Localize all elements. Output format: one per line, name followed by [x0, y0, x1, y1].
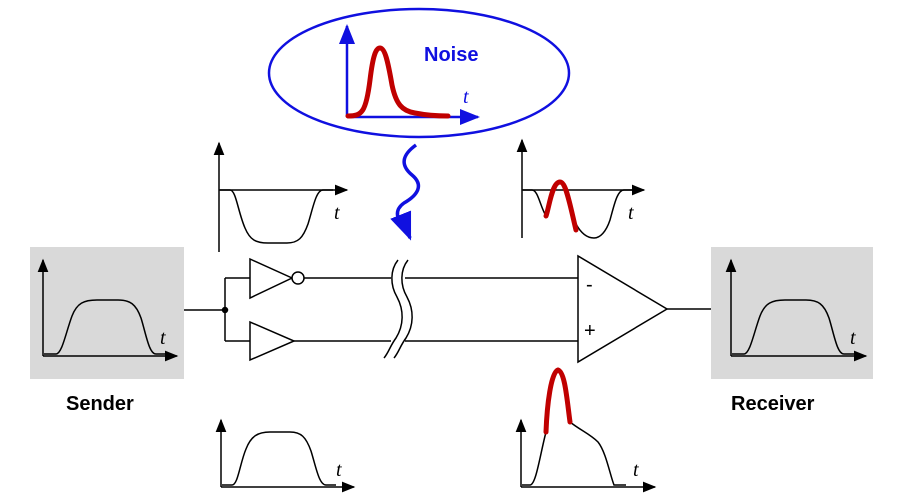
plus-input-label: +	[584, 320, 596, 342]
non-inverting-driver	[249, 320, 296, 362]
driver-circuit	[184, 257, 305, 362]
minus-input-label: -	[586, 274, 593, 296]
amplifier-triangle	[577, 254, 669, 364]
noise-pulse	[345, 45, 451, 119]
transmission-lines	[294, 259, 578, 359]
noise-bubble: Noise t	[267, 7, 571, 139]
line-break-gap	[391, 262, 405, 358]
receiver-panel: t	[711, 247, 873, 379]
noise-ellipse	[267, 7, 571, 139]
sender-t-label: t	[160, 327, 166, 349]
split-junction-dot	[221, 306, 229, 314]
inv-t-label: t	[334, 202, 340, 224]
receiver-label: Receiver	[731, 393, 815, 415]
noninv-waveform	[222, 431, 336, 486]
noise-t-label: t	[463, 86, 469, 108]
sender-panel: t	[30, 247, 184, 379]
diff-amplifier	[577, 254, 711, 364]
noisy-inv-noise	[543, 179, 579, 233]
noise-coupling-arrow	[390, 143, 421, 241]
sender-box	[30, 247, 184, 379]
noisy-inverted-graph	[516, 138, 646, 239]
noisy-inv-t-label: t	[628, 202, 634, 224]
noninverted-signal-graph	[215, 418, 356, 493]
receiver-box	[711, 247, 873, 379]
noisy-noninverted-graph	[515, 367, 657, 493]
inverted-signal-graph	[213, 141, 349, 252]
line-break-left	[383, 259, 403, 359]
noisy-noninv-waveform	[522, 369, 626, 486]
noise-label: Noise	[424, 44, 478, 66]
inverting-driver	[249, 257, 294, 300]
sender-waveform	[44, 299, 166, 355]
receiver-t-label: t	[850, 327, 856, 349]
noninv-t-label: t	[336, 459, 342, 481]
inv-waveform	[220, 189, 333, 244]
sender-label: Sender	[66, 393, 134, 415]
line-break-right	[393, 259, 413, 359]
noisy-noninv-t-label: t	[633, 459, 639, 481]
noisy-noninv-noise	[543, 367, 573, 435]
receiver-waveform	[732, 299, 854, 355]
inverter-bubble	[291, 271, 305, 285]
